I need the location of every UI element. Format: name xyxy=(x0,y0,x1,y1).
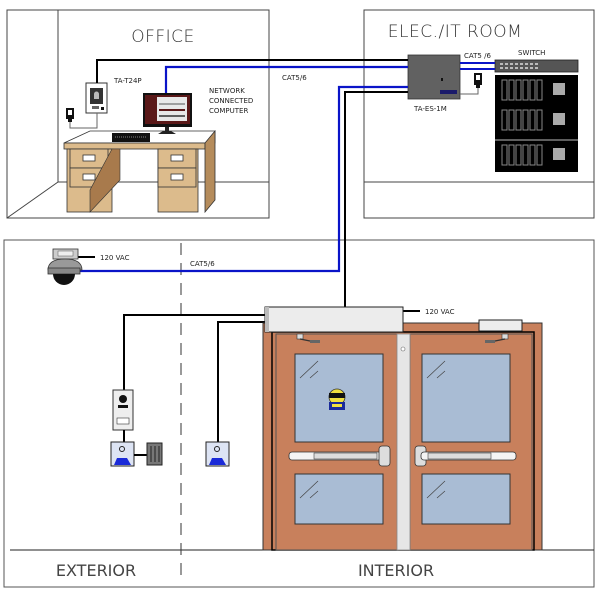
cable-label-camera: CAT5/6 xyxy=(190,260,215,268)
keyboard-icon xyxy=(112,133,150,142)
building-floorplan: EXTERIOR INTERIOR xyxy=(3,239,595,588)
power-cable-reader xyxy=(96,59,408,83)
patch-panel-port xyxy=(536,79,543,101)
patch-panel-port xyxy=(522,144,529,166)
exterior-label: EXTERIOR xyxy=(56,561,136,580)
dome-camera-icon[interactable] xyxy=(47,248,83,285)
cable-to-pushbutton-interior xyxy=(217,321,266,445)
cable-label-switch: CAT5 /6 xyxy=(464,52,491,60)
patch-panel-port xyxy=(508,109,515,131)
network-cable-computer xyxy=(164,65,408,93)
power-adapter-icon xyxy=(474,73,482,88)
patch-panel-port xyxy=(529,144,536,166)
rack-indicator xyxy=(553,148,565,160)
patch-panel-port xyxy=(501,144,508,166)
exit-bar-right[interactable] xyxy=(414,445,517,467)
cable-label-office-it: CAT5/6 xyxy=(282,74,307,82)
exit-bar-left[interactable] xyxy=(288,445,391,467)
controller-label: TA-ES-1M xyxy=(413,105,447,113)
operator-power-label: 120 VAC xyxy=(425,308,455,316)
door-arm-right xyxy=(485,333,509,343)
computer-label-line3: COMPUTER xyxy=(209,107,248,115)
patch-panel-port xyxy=(515,109,522,131)
patch-panel-port xyxy=(522,109,529,131)
access-badge-sign-icon xyxy=(328,388,346,410)
computer-label-line2: CONNECTED xyxy=(209,97,253,105)
card-reader-exterior[interactable] xyxy=(146,442,163,466)
double-door xyxy=(262,322,543,551)
office-title: OFFICE xyxy=(131,27,195,47)
patch-panel-port xyxy=(522,79,529,101)
patch-panel-port xyxy=(536,144,543,166)
interior-label: INTERIOR xyxy=(358,561,434,580)
door-operator[interactable] xyxy=(264,306,404,333)
power-cable-operator xyxy=(344,91,408,307)
intercom-keypad[interactable] xyxy=(112,389,134,431)
wall-reader-ta-t24p[interactable] xyxy=(85,82,108,114)
patch-panel-port xyxy=(529,109,536,131)
computer-label-line1: NETWORK xyxy=(209,87,245,95)
computer-monitor-icon[interactable] xyxy=(143,93,192,134)
network-cable-camera xyxy=(76,85,408,273)
camera-power-label: 120 VAC xyxy=(100,254,130,262)
push-button-exterior[interactable] xyxy=(110,441,135,467)
patch-panel-port xyxy=(508,79,515,101)
switch-label: SWITCH xyxy=(518,49,545,57)
door-arm-left xyxy=(296,333,320,343)
push-button-interior[interactable] xyxy=(205,441,230,467)
controller-ta-es-1m[interactable] xyxy=(407,54,461,100)
patch-panel-port xyxy=(529,79,536,101)
wall-reader-label: TA-T24P xyxy=(113,77,142,85)
patch-panel-port xyxy=(501,109,508,131)
rack-indicator xyxy=(553,83,565,95)
network-switch[interactable] xyxy=(494,59,579,73)
patch-panel-port xyxy=(508,144,515,166)
cable-to-keypad xyxy=(123,314,266,390)
patch-panel-port xyxy=(536,109,543,131)
patch-panel-port xyxy=(515,144,522,166)
glass-pane-left-lower xyxy=(294,473,384,525)
rack-indicator xyxy=(553,113,565,125)
glass-pane-right-upper xyxy=(421,353,511,443)
desk xyxy=(63,129,216,214)
server-rack xyxy=(495,75,578,172)
door-closer-right xyxy=(478,319,523,332)
patch-panel-port xyxy=(501,79,508,101)
patch-panel-port xyxy=(515,79,522,101)
power-adapter-icon xyxy=(66,108,74,122)
elec-it-title: ELEC./IT ROOM xyxy=(388,22,523,42)
glass-pane-right-lower xyxy=(421,473,511,525)
office-room: OFFICE xyxy=(6,9,270,219)
